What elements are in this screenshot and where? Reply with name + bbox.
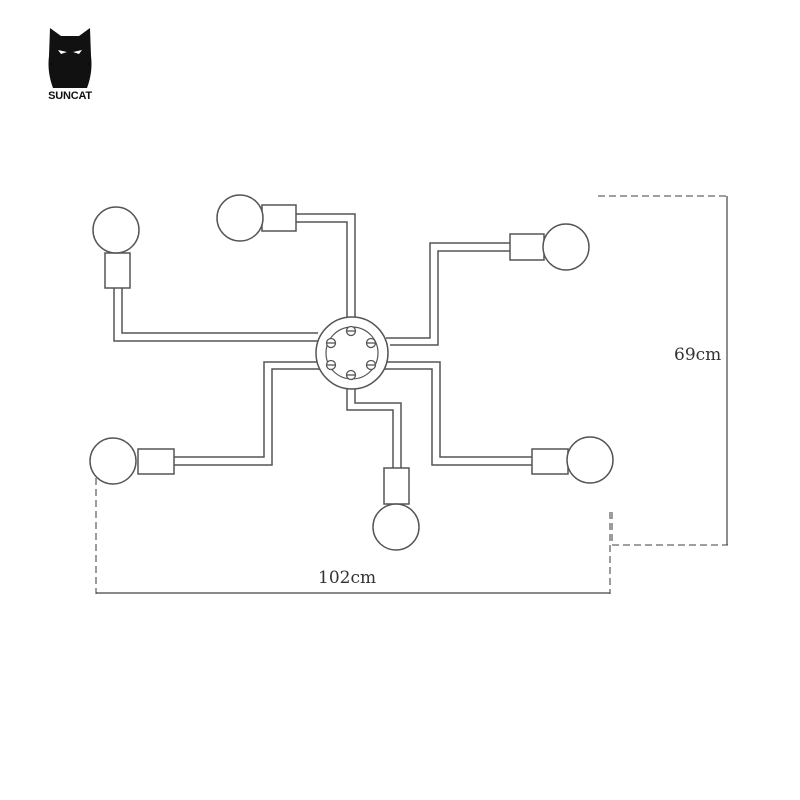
height-label: 69cm [674, 345, 722, 365]
bulb-top-center [216, 194, 297, 242]
arm-top-center [296, 213, 356, 324]
brand-name: SUNCAT [48, 90, 92, 102]
arm-bottom-center [346, 380, 402, 468]
bulb-bottom-left [89, 437, 175, 485]
arm-top-right [386, 242, 510, 346]
arm-top-left [113, 288, 318, 342]
width-dimension [95, 478, 611, 594]
bulb-bottom-right [531, 436, 614, 484]
bulb-top-right [509, 223, 590, 271]
cat-head-icon [48, 28, 92, 88]
center-canopy [315, 316, 389, 390]
width-label: 102cm [318, 568, 377, 588]
brand-logo: SUNCAT [40, 26, 100, 106]
height-dimension [598, 195, 728, 546]
bulb-top-left [92, 206, 140, 289]
arm-bottom-right [378, 361, 532, 466]
arm-bottom-left [174, 361, 322, 466]
bulb-bottom-center [372, 467, 420, 551]
